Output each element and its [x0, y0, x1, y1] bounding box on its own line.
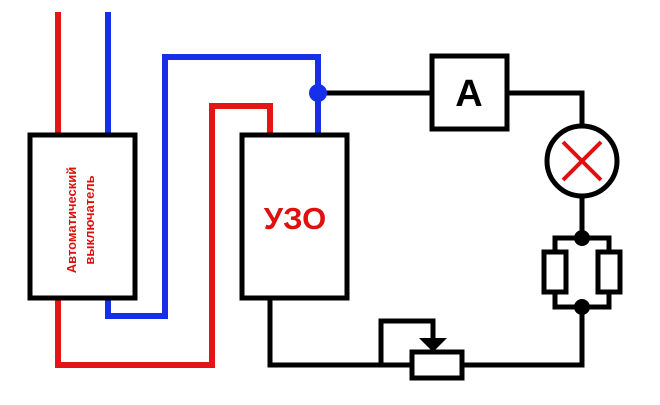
wire-resistors-bottom [459, 304, 585, 368]
phase-wires [55, 12, 273, 368]
rheostat-body [409, 349, 465, 381]
breaker-label: Автоматический выключатель [64, 167, 97, 274]
wire-ammeter-to-lamp [504, 90, 585, 129]
rcd-label: УЗО [264, 201, 326, 236]
junction-node-blue [309, 84, 327, 102]
rheostat-slider-arrow [419, 338, 447, 352]
neutral-wire-breaker-out [105, 54, 321, 319]
variable-resistor-icon [409, 338, 465, 381]
breaker-label-line1: Автоматический [64, 167, 79, 274]
load-circuit-wires [267, 90, 585, 368]
breaker-box [27, 132, 138, 301]
resistor-left [541, 249, 569, 295]
neutral-wires [105, 12, 321, 319]
lamp-cross-line-2 [561, 140, 603, 182]
junction-node-bottom [574, 299, 590, 315]
circuit-breaker: Автоматический выключатель [27, 132, 138, 301]
resistor-right [595, 249, 623, 295]
ammeter-label: A [455, 73, 482, 115]
lamp-cross-icon [544, 123, 620, 199]
ammeter: A [429, 53, 510, 132]
wire-rcd-to-rheostat [267, 295, 436, 368]
rcd-device: УЗО [239, 132, 350, 301]
junction-node-top [574, 230, 590, 246]
ammeter-box [429, 53, 510, 132]
parallel-resistors-icon [541, 230, 623, 315]
phase-wire-breaker-out [55, 103, 273, 368]
breaker-label-line2: выключатель [82, 175, 97, 264]
rcd-box [239, 132, 350, 301]
